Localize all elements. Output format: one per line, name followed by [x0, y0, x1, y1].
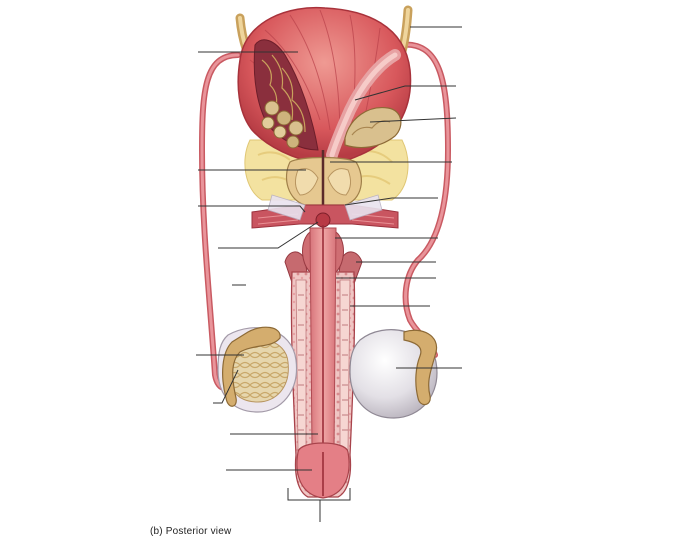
leader-3 — [354, 85, 456, 101]
bladder-cutaway-vessels — [261, 54, 306, 133]
prostate-lobule-left — [294, 168, 319, 196]
ductus-deferens-left — [198, 52, 241, 392]
leader-7 — [344, 197, 438, 206]
label-leader-lines — [196, 26, 462, 522]
bulbourethral-fascia — [267, 194, 306, 221]
bracket-glans — [287, 488, 351, 522]
seminal-gland-lobules-left — [261, 100, 304, 149]
epididymis-right — [403, 329, 438, 406]
pelvic-floor-fibers — [257, 213, 395, 225]
prostate-lobule-right — [327, 168, 352, 196]
ampulla-right-highlight — [329, 52, 398, 158]
leader-9 — [218, 221, 319, 249]
corpus-cavernosum-right — [339, 279, 351, 451]
leader-4 — [369, 117, 457, 123]
fat-tissue-texture — [257, 150, 393, 187]
corpus-cavernosum-left — [295, 279, 307, 451]
leader-8 — [198, 205, 306, 213]
figure-caption: (b) Posterior view — [150, 526, 232, 537]
ductus-deferens-right — [397, 41, 452, 358]
epididymis-shape — [222, 326, 281, 407]
bulbourethral-gland — [315, 212, 331, 228]
leader-17 — [213, 369, 239, 404]
cavernosum-dashes — [298, 294, 348, 431]
